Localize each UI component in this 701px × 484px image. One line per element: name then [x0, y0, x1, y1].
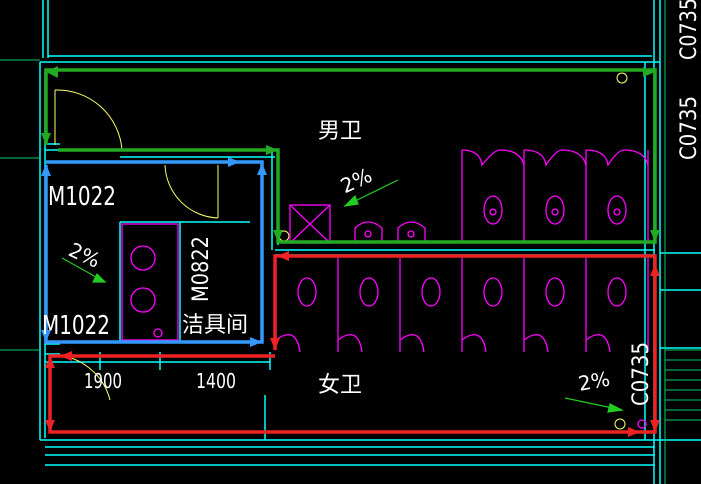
- door-label-m1022-top: M1022: [48, 182, 116, 212]
- door-swings: [54, 72, 628, 430]
- dimension-1900: 1900: [84, 369, 122, 393]
- fixtures: [121, 149, 649, 429]
- slope-label-women: 2%: [576, 367, 611, 396]
- slope-label-men: 2%: [337, 163, 376, 198]
- men-room-label: 男卫: [318, 119, 362, 144]
- women-room-label: 女卫: [318, 373, 362, 398]
- window-label-c0735-c: C0735: [629, 342, 654, 406]
- slope-arrows: [61, 179, 624, 413]
- janitor-room-label: 洁具间: [182, 313, 248, 338]
- window-label-c0735-a: C0735: [677, 0, 701, 60]
- walls: [39, 0, 701, 484]
- door-label-m0822: M0822: [189, 236, 214, 302]
- slope-label-corridor: 2%: [65, 238, 104, 273]
- window-label-c0735-b: C0735: [677, 96, 701, 160]
- door-label-m1022-bottom: M1022: [42, 311, 110, 341]
- red-path: [48, 254, 657, 434]
- dimension-1400: 1400: [196, 369, 236, 393]
- red-path-arrows: [45, 251, 660, 437]
- blue-path-arrows: [41, 157, 267, 347]
- green-path-arrows: [41, 66, 660, 242]
